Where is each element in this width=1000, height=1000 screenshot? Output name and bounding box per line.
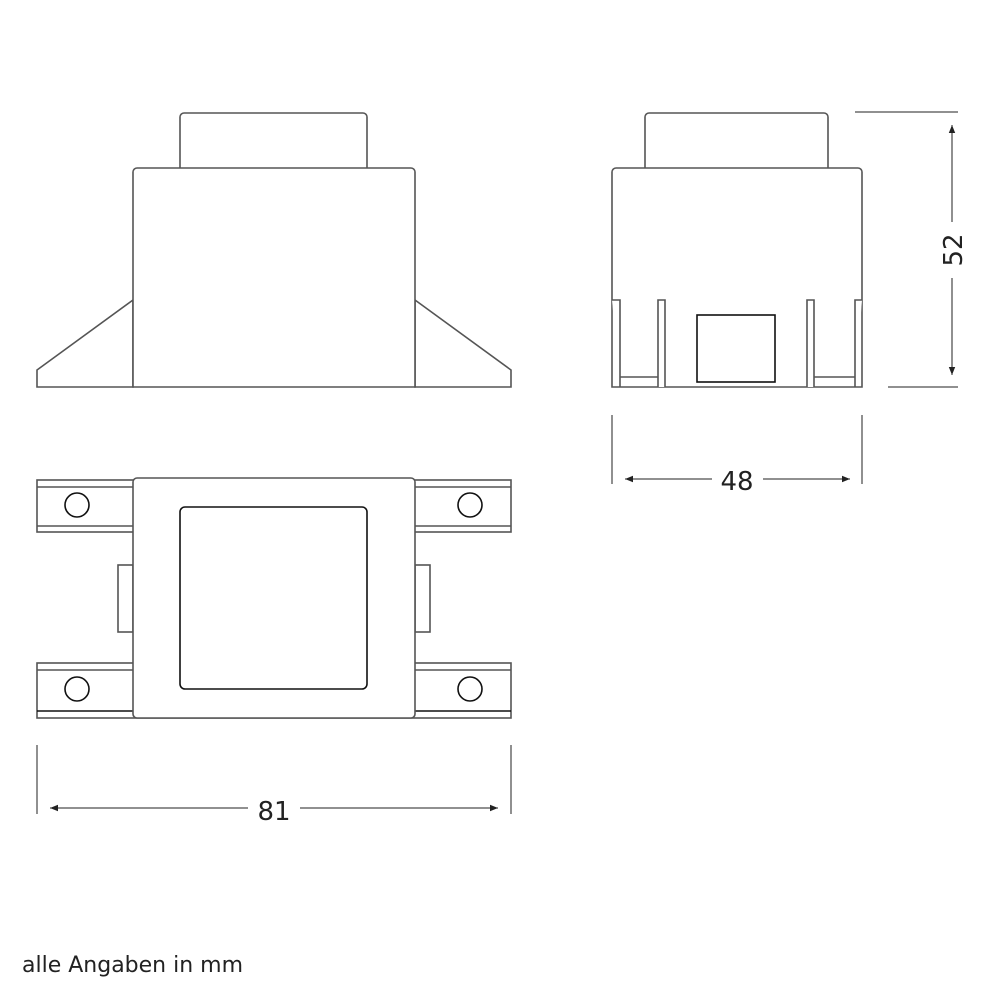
left-tab xyxy=(117,564,134,633)
depth-dimension: 48 xyxy=(611,415,863,497)
mounting-hole xyxy=(457,492,483,518)
front-body xyxy=(132,167,416,388)
front-right-flange xyxy=(414,298,512,388)
mounting-hole xyxy=(64,676,90,702)
width-dimension: 81 xyxy=(36,745,512,827)
side-cap xyxy=(644,112,829,168)
side-body xyxy=(611,167,863,388)
side-terminal-block xyxy=(696,314,776,383)
width-label: 81 xyxy=(257,797,290,827)
front-left-flange xyxy=(36,298,134,388)
front-cap xyxy=(179,112,368,168)
depth-label: 48 xyxy=(720,467,753,497)
height-label: 52 xyxy=(939,233,969,266)
mounting-hole xyxy=(64,492,90,518)
top-view xyxy=(36,477,512,719)
top-inner-panel xyxy=(179,506,368,690)
height-dimension: 52 xyxy=(855,111,969,388)
side-view xyxy=(611,112,863,388)
units-footnote: alle Angaben in mm xyxy=(22,953,244,978)
side-right-bracket xyxy=(806,299,862,387)
front-view xyxy=(36,112,512,388)
right-tab xyxy=(414,564,431,633)
side-left-bracket xyxy=(612,299,666,387)
mounting-hole xyxy=(457,676,483,702)
top-body xyxy=(132,477,416,719)
